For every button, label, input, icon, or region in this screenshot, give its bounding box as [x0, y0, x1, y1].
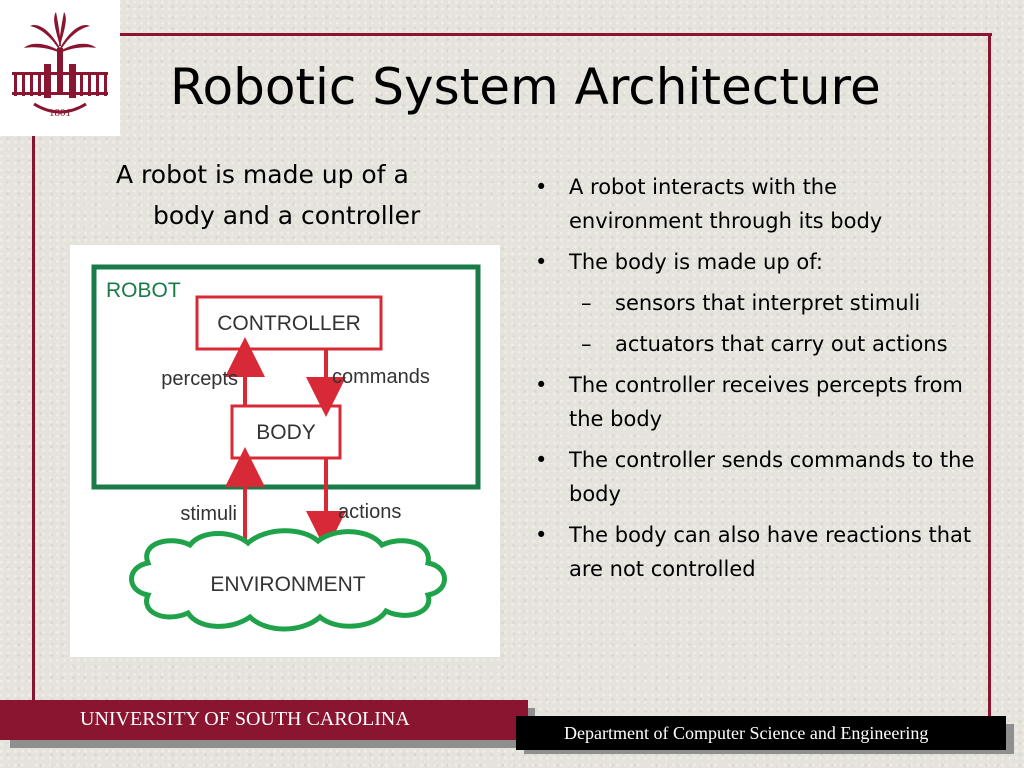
bullet-mark: • — [535, 373, 548, 397]
footer-university-bar: UNIVERSITY OF SOUTH CAROLINA — [0, 700, 528, 740]
percepts-label: percepts — [161, 368, 238, 390]
sub-bullet-text: sensors that interpret stimuli — [615, 291, 921, 315]
footer-university-name: UNIVERSITY OF SOUTH CAROLINA — [80, 708, 410, 730]
university-logo-icon: 1801 — [12, 12, 108, 119]
bullet-mark: • — [535, 523, 548, 547]
bullet-text: The body is made up of: — [569, 250, 823, 274]
frame-right-line — [988, 33, 991, 721]
footer-department-bar: Department of Computer Science and Engin… — [516, 716, 1006, 750]
frame-left-line — [32, 136, 35, 706]
actions-label: actions — [338, 501, 401, 523]
frame-top-line — [120, 33, 992, 36]
bullet-item: • A robot interacts with the environment… — [535, 170, 975, 238]
caption-line-1: A robot is made up of a — [116, 160, 409, 189]
bullet-item: • The body can also have reactions that … — [535, 518, 975, 586]
sub-bullet-text: actuators that carry out actions — [615, 332, 948, 356]
robot-box — [91, 264, 481, 490]
slide-title: Robotic System Architecture — [170, 58, 881, 116]
bullet-mark: • — [535, 250, 548, 274]
robot-label: ROBOT — [106, 279, 181, 302]
environment-cloud — [129, 528, 447, 632]
logo-year: 1801 — [49, 107, 71, 119]
controller-label: CONTROLLER — [217, 312, 361, 335]
footer-department-name: Department of Computer Science and Engin… — [564, 723, 929, 743]
bullet-item: • The body is made up of: — [535, 245, 975, 279]
environment-label: ENVIRONMENT — [210, 573, 365, 596]
bullet-mark: • — [535, 448, 548, 472]
bullet-item: • The controller sends commands to the b… — [535, 443, 975, 511]
body-label: BODY — [256, 421, 316, 444]
commands-label: commands — [332, 366, 430, 388]
bullet-text: A robot interacts with the environment t… — [569, 175, 883, 233]
bullet-mark: • — [535, 175, 548, 199]
bullet-list: • A robot interacts with the environment… — [535, 170, 975, 593]
logo-area: 1801 — [0, 0, 120, 136]
sub-bullet-item: – sensors that interpret stimuli — [535, 286, 975, 320]
sub-bullet-mark: – — [581, 332, 592, 356]
bullet-text: The controller sends commands to the bod… — [569, 448, 975, 506]
bullet-text: The controller receives percepts from th… — [569, 373, 963, 431]
bullet-text: The body can also have reactions that ar… — [569, 523, 972, 581]
bullet-item: • The controller receives percepts from … — [535, 368, 975, 436]
architecture-diagram-svg: ROBOT CONTROLLER BODY percepts commands … — [91, 264, 481, 632]
left-caption: A robot is made up of a body and a contr… — [116, 154, 456, 236]
architecture-diagram: ROBOT CONTROLLER BODY percepts commands … — [70, 245, 500, 657]
stimuli-label: stimuli — [180, 503, 237, 525]
sub-bullet-item: – actuators that carry out actions — [535, 327, 975, 361]
sub-bullet-mark: – — [581, 291, 592, 315]
caption-line-2: body and a controller — [153, 201, 421, 230]
